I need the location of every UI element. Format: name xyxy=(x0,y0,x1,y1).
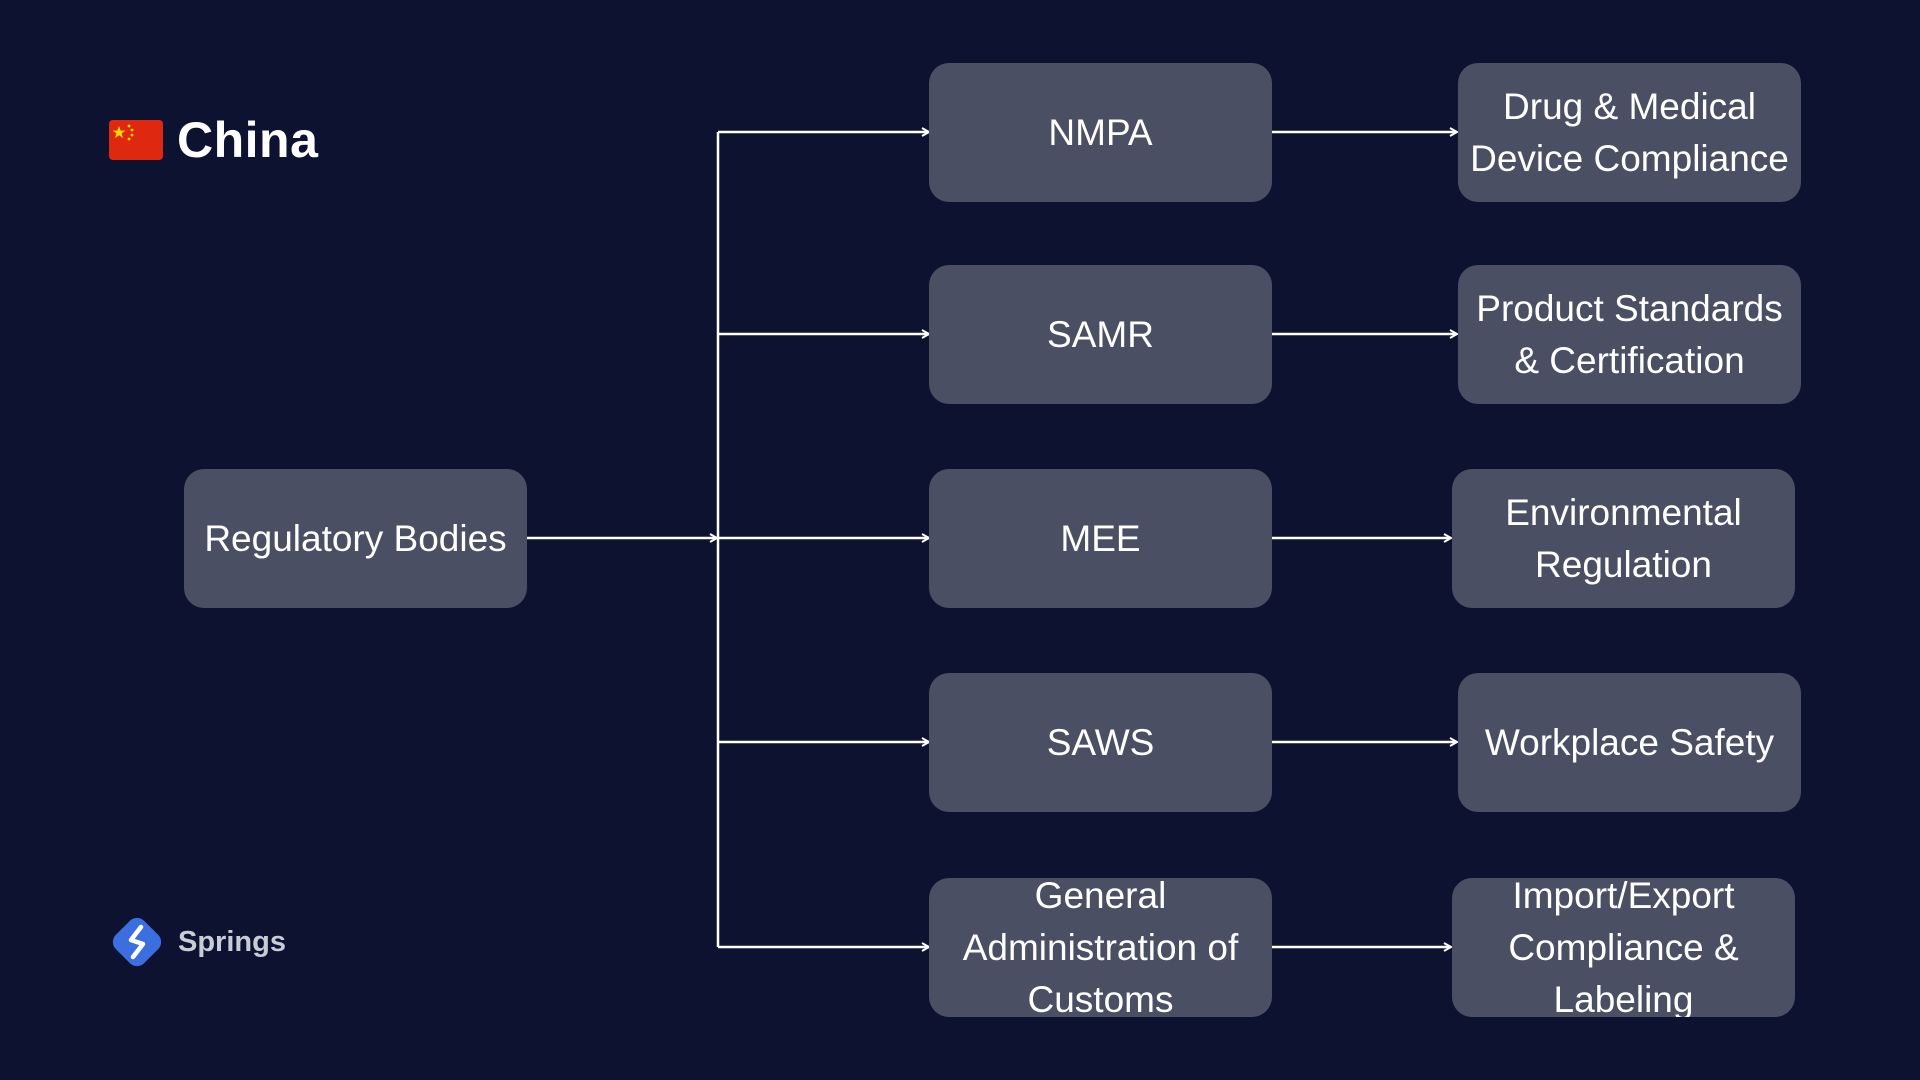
body-node-customs: General Administration of Customs xyxy=(929,878,1272,1017)
focus-node-workplace-safety: Workplace Safety xyxy=(1458,673,1801,812)
focus-node-product-standards: Product Standards & Certification xyxy=(1458,265,1801,404)
body-node-samr: SAMR xyxy=(929,265,1272,404)
page-header: China xyxy=(109,108,318,172)
brand-name: Springs xyxy=(178,925,286,958)
focus-node-import-export: Import/Export Compliance & Labeling xyxy=(1452,878,1795,1017)
focus-node-drug-medical: Drug & Medical Device Compliance xyxy=(1458,63,1801,202)
body-node-saws: SAWS xyxy=(929,673,1272,812)
china-flag-icon xyxy=(109,120,163,160)
brand-footer: Springs xyxy=(108,913,286,971)
root-node-regulatory-bodies: Regulatory Bodies xyxy=(184,469,527,608)
page-title: China xyxy=(177,112,319,168)
body-node-nmpa: NMPA xyxy=(929,63,1272,202)
body-node-mee: MEE xyxy=(929,469,1272,608)
focus-node-environmental: Environmental Regulation xyxy=(1452,469,1795,608)
springs-logo-icon xyxy=(112,917,162,967)
